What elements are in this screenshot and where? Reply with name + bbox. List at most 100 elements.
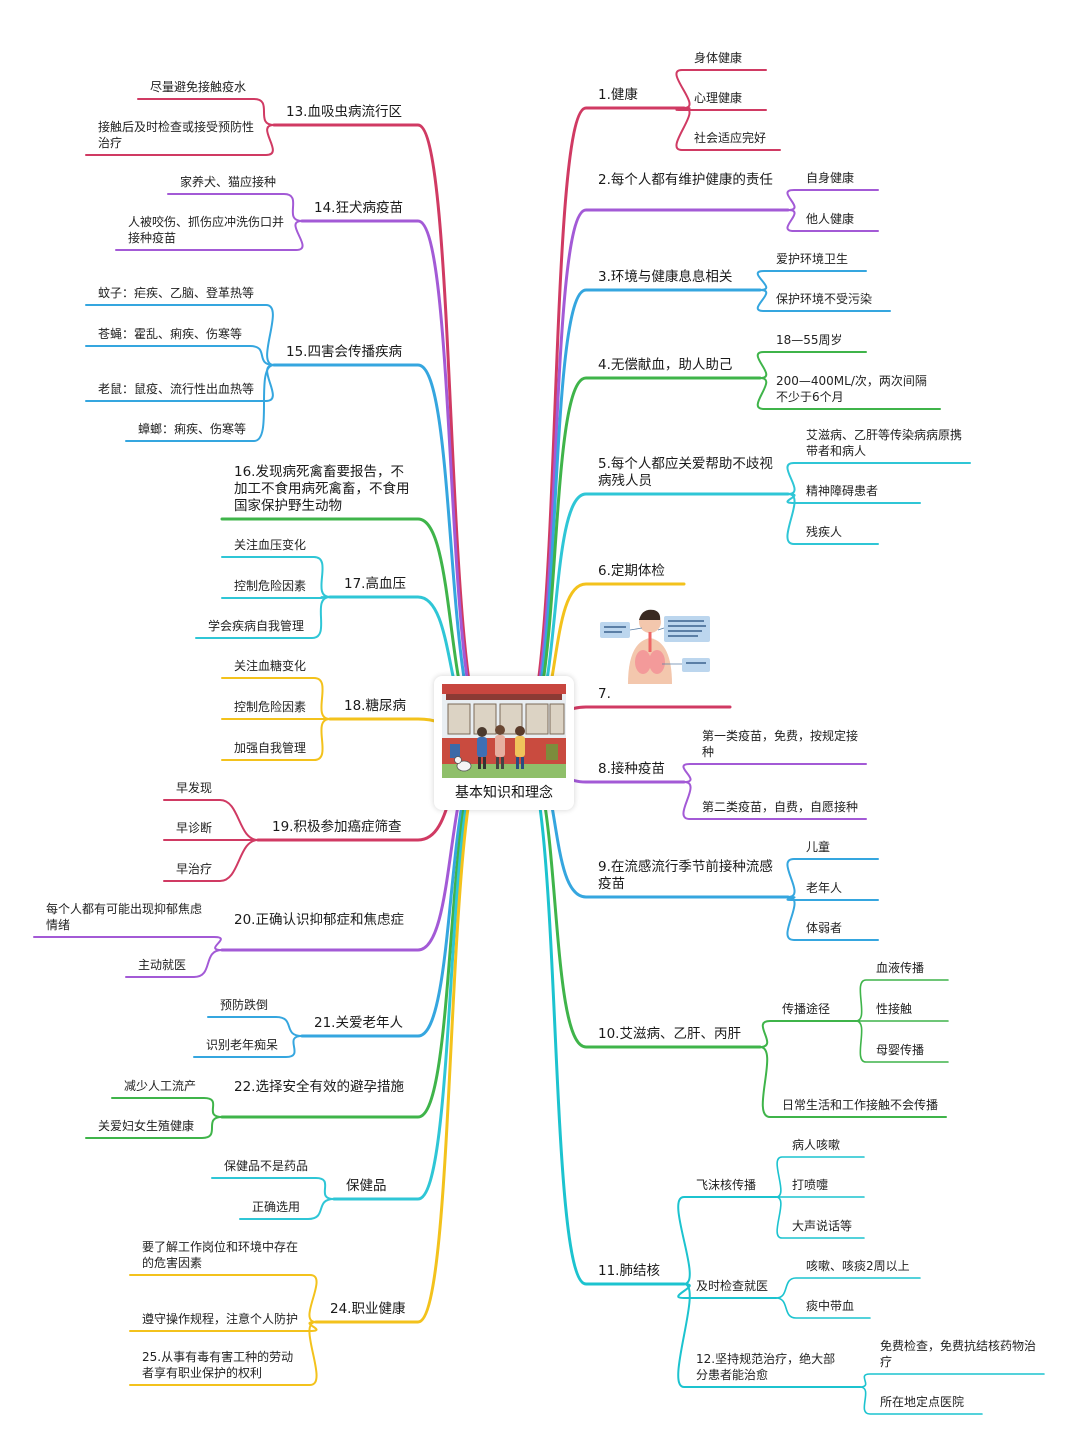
leaf-label: 接触后及时检查或接受预防性治疗: [98, 120, 255, 150]
leaf-label: 尽量避免接触疫水: [150, 80, 247, 94]
leaf-link: [775, 1277, 921, 1299]
leaf-label: 25.从事有毒有害工种的劳动者享有职业保护的权利: [142, 1350, 294, 1380]
leaf-link: [221, 556, 331, 598]
leaf-label: 残疾人: [806, 525, 843, 539]
leaf-link: [85, 1116, 223, 1139]
leaf-link: [125, 364, 275, 442]
leaf-link: [786, 493, 879, 545]
leaf-link: [677, 1283, 861, 1388]
leaf-link: [195, 596, 331, 639]
leaf-label: 第一类疫苗，免费，按规定接种: [702, 729, 859, 759]
leaf-link: [675, 69, 767, 109]
community-scene-illustration: [442, 684, 566, 778]
leaf-link: [239, 1198, 335, 1220]
leaf-label: 保护环境不受污染: [776, 292, 873, 306]
branch-label: 14.狂犬病疫苗: [314, 200, 403, 216]
leaf-link: [167, 193, 303, 222]
leaf-link: [33, 936, 223, 951]
leaf-label: 保健品不是药品: [224, 1159, 309, 1173]
leaf-link: [221, 718, 331, 761]
leaf-label: 关注血糖变化: [234, 659, 307, 673]
leaf-link: [207, 1016, 303, 1037]
leaf-label: 第二类疫苗，自费，自愿接种: [702, 800, 859, 814]
leaf-label: 老年人: [806, 881, 843, 895]
leaf-link: [163, 799, 259, 841]
branch-label: 6.定期体检: [598, 563, 665, 579]
branch-label: 3.环境与健康息息相关: [598, 269, 733, 285]
leaf-link: [682, 763, 867, 783]
branch-label: 9.在流感流行季节前接种流感疫苗: [598, 859, 773, 892]
leaf-link: [85, 304, 275, 366]
leaf-label: 血液传播: [876, 961, 925, 975]
leaf-link: [859, 1373, 1045, 1388]
leaf-link: [675, 107, 781, 151]
leaf-label: 所在地定点医院: [880, 1395, 965, 1409]
leaf-label: 关爱妇女生殖健康: [98, 1119, 195, 1133]
branch-label: 保健品: [346, 1178, 387, 1194]
branch-label: 11.肺结核: [598, 1263, 660, 1279]
leaf-label: 老鼠：鼠疫、流行性出血热等: [98, 382, 255, 396]
leaf-link: [855, 1020, 949, 1063]
leaf-label: 要了解工作岗位和环境中存在的危害因素: [142, 1240, 299, 1270]
leaf-link: [677, 1283, 777, 1299]
leaf-link: [211, 1177, 335, 1200]
branch-label: 16.发现病死禽畜要报告，不加工不食用病死禽畜，不食用国家保护野生动物: [234, 464, 410, 514]
center-node-label: 基本知识和理念: [455, 785, 553, 801]
branch-link: [272, 123, 492, 745]
leaf-link: [759, 1020, 857, 1048]
leaf-link: [675, 107, 767, 111]
leaf-label: 社会适应完好: [694, 131, 767, 145]
branch-label: 13.血吸虫病流行区: [286, 104, 402, 120]
human-anatomy-illustration: [600, 609, 710, 684]
leaf-link: [677, 1196, 777, 1285]
branch-label: 5.每个人都应关爱帮助不歧视病残人员: [598, 456, 773, 489]
branch-label: 22.选择安全有效的避孕措施: [234, 1079, 404, 1095]
leaf-link: [85, 345, 275, 366]
center-node: 基本知识和理念: [434, 676, 574, 810]
leaf-label: 爱护环境卫生: [776, 252, 849, 266]
leaf-label: 传播途径: [782, 1002, 831, 1016]
branch-label: 1.健康: [598, 87, 638, 103]
leaf-label: 性接触: [876, 1002, 913, 1016]
leaf-link: [786, 209, 879, 232]
leaf-label: 遵守操作规程，注意个人防护: [142, 1312, 299, 1326]
leaf-label: 200—400ML/次，两次间隔不少于6个月: [776, 374, 927, 404]
leaf-label: 关注血压变化: [234, 538, 307, 552]
leaf-link: [111, 1097, 223, 1118]
leaf-link: [775, 1297, 871, 1319]
leaf-label: 心理健康: [694, 91, 743, 105]
leaf-link: [859, 1386, 983, 1415]
leaf-link: [221, 677, 331, 720]
leaf-label: 学会疾病自我管理: [208, 619, 305, 633]
leaf-link: [775, 1156, 865, 1198]
leaf-label: 12.坚持规范治疗，绝大部分患者能治愈: [696, 1352, 836, 1382]
leaf-label: 痰中带血: [806, 1299, 855, 1313]
leaf-label: 大声说话等: [792, 1219, 853, 1233]
leaf-label: 日常生活和工作接触不会传播: [782, 1098, 939, 1112]
leaf-label: 早发现: [176, 781, 213, 795]
leaf-label: 他人健康: [806, 212, 855, 226]
branch-label: 2.每个人都有维护健康的责任: [598, 172, 773, 188]
leaf-link: [137, 98, 275, 126]
leaf-label: 身体健康: [694, 51, 743, 65]
leaf-link: [756, 289, 891, 312]
leaf-label: 飞沫核传播: [696, 1178, 757, 1192]
leaf-link: [756, 351, 867, 379]
branch-label: 7.: [598, 686, 611, 702]
branch-label: 17.高血压: [344, 576, 406, 592]
leaf-label: 控制危险因素: [234, 700, 307, 714]
leaf-label: 精神障碍患者: [806, 484, 879, 498]
leaf-link: [786, 896, 879, 941]
branch-label: 10.艾滋病、乙肝、丙肝: [598, 1026, 741, 1042]
leaf-link: [786, 858, 879, 898]
leaf-label: 免费检查，免费抗结核药物治疗: [880, 1339, 1037, 1369]
leaf-link: [221, 596, 331, 599]
leaf-link: [759, 1046, 947, 1118]
branch-label: 24.职业健康: [330, 1301, 406, 1317]
branch-label: 4.无偿献血，助人助己: [598, 357, 733, 373]
leaf-label: 主动就医: [138, 958, 187, 972]
leaf-link: [129, 1321, 318, 1386]
leaf-label: 正确选用: [252, 1200, 301, 1214]
leaf-label: 控制危险因素: [234, 579, 307, 593]
